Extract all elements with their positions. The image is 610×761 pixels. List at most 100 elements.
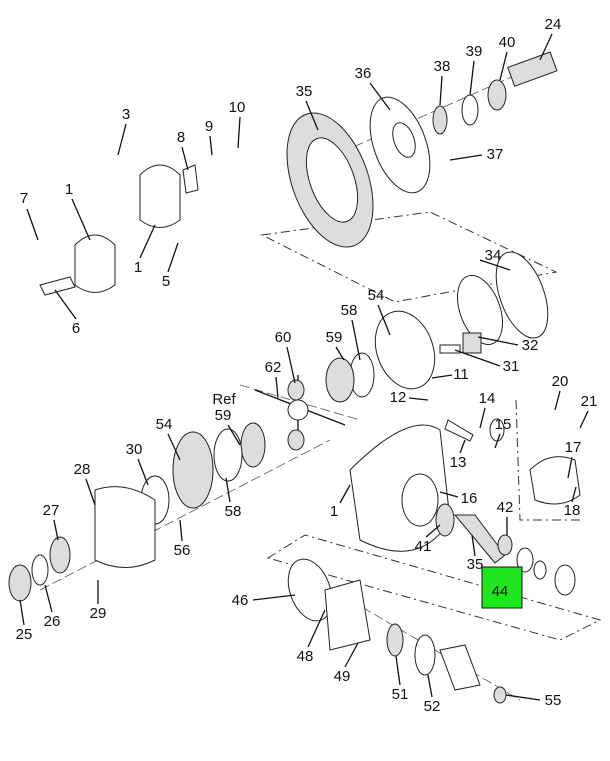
callout-31[interactable]: 31	[503, 358, 520, 375]
leader-line	[499, 51, 508, 81]
callout-15[interactable]: 15	[495, 416, 512, 433]
callout-62[interactable]: 62	[265, 359, 282, 376]
callout-48[interactable]: 48	[297, 648, 314, 665]
callout-16[interactable]: 16	[461, 490, 478, 507]
callout-56[interactable]: 56	[174, 542, 191, 559]
callout-41[interactable]: 41	[415, 538, 432, 555]
leader-line	[54, 289, 77, 320]
callout-10[interactable]: 10	[229, 99, 246, 116]
bearing-cap	[74, 234, 116, 293]
shift-unit	[529, 456, 581, 505]
callout-5[interactable]: 5	[162, 273, 170, 290]
leader-line	[369, 82, 391, 111]
leader-line	[431, 374, 453, 379]
callout-35[interactable]: 35	[296, 83, 313, 100]
callout-1[interactable]: 1	[134, 259, 142, 276]
callout-24[interactable]: 24	[545, 16, 562, 33]
leader-line	[71, 198, 91, 241]
highlighted-part-box[interactable]	[481, 566, 523, 609]
callout-14[interactable]: 14	[479, 390, 496, 407]
callout-6[interactable]: 6	[72, 320, 80, 337]
callout-58[interactable]: 58	[225, 503, 242, 520]
callout-11[interactable]: 11	[453, 366, 469, 383]
leader-line	[307, 609, 326, 648]
callout-49[interactable]: 49	[334, 668, 351, 685]
callout-54[interactable]: 54	[156, 416, 173, 433]
callout-8[interactable]: 8	[177, 129, 185, 146]
ring-gear	[286, 112, 374, 248]
pinion-gear-top	[287, 379, 305, 401]
pinion-bearing	[435, 503, 455, 537]
callout-9[interactable]: 9	[205, 118, 213, 135]
callout-1[interactable]: 1	[65, 181, 73, 198]
callout-35[interactable]: 35	[467, 556, 484, 573]
callout-26[interactable]: 26	[44, 613, 61, 630]
leader-line	[19, 599, 25, 626]
callout-54[interactable]: 54	[368, 287, 385, 304]
callout-59[interactable]: 59	[215, 407, 232, 424]
leader-line	[539, 33, 553, 61]
callout-52[interactable]: 52	[424, 698, 441, 715]
callout-44-highlighted[interactable]: 44	[492, 583, 509, 600]
bearing-cap-upper	[139, 164, 181, 228]
callout-37[interactable]: 37	[487, 146, 504, 163]
callout-ref[interactable]: Ref	[212, 391, 236, 408]
leader-line	[477, 336, 519, 346]
gear	[487, 79, 507, 111]
leader-line	[305, 100, 319, 131]
callout-39[interactable]: 39	[466, 43, 483, 60]
shift-fork	[444, 419, 474, 442]
callout-7[interactable]: 7	[20, 190, 28, 207]
callout-46[interactable]: 46	[232, 592, 249, 609]
callout-27[interactable]: 27	[43, 502, 60, 519]
leader-line	[571, 486, 577, 503]
leader-line	[339, 484, 351, 504]
callout-55[interactable]: 55	[545, 692, 562, 709]
callout-28[interactable]: 28	[74, 461, 91, 478]
leader-line	[494, 433, 501, 449]
leader-line	[179, 519, 183, 542]
callout-51[interactable]: 51	[392, 686, 409, 703]
callout-21[interactable]: 21	[581, 393, 598, 410]
leader-line	[167, 433, 181, 461]
callout-12[interactable]: 12	[390, 389, 407, 406]
callout-40[interactable]: 40	[499, 34, 516, 51]
leader-line	[26, 208, 39, 241]
callout-58[interactable]: 58	[341, 302, 358, 319]
callout-18[interactable]: 18	[564, 502, 581, 519]
lock-plate	[39, 276, 76, 296]
callout-3[interactable]: 3	[122, 106, 130, 123]
leader-line	[505, 694, 541, 701]
yoke-nut	[493, 686, 507, 704]
washer	[461, 94, 479, 126]
callout-59[interactable]: 59	[326, 329, 343, 346]
bearing-cup	[31, 554, 49, 586]
leader-line	[554, 390, 561, 411]
cage-bearing	[386, 623, 404, 657]
callout-29[interactable]: 29	[90, 605, 107, 622]
differential-case	[94, 486, 156, 568]
leader-line	[427, 674, 433, 698]
leader-line	[395, 655, 401, 686]
leader-line	[579, 410, 589, 429]
pinion-bearing-outer	[497, 534, 513, 556]
callout-25[interactable]: 25	[16, 626, 33, 643]
callout-32[interactable]: 32	[522, 337, 539, 354]
callout-20[interactable]: 20	[552, 373, 569, 390]
callout-1[interactable]: 1	[330, 503, 338, 520]
leader-line	[425, 524, 441, 538]
shaft	[507, 51, 558, 87]
callout-13[interactable]: 13	[450, 454, 467, 471]
leader-line	[377, 304, 391, 336]
callout-17[interactable]: 17	[565, 439, 582, 456]
leader-line	[479, 407, 486, 429]
callout-60[interactable]: 60	[275, 329, 292, 346]
callout-36[interactable]: 36	[355, 65, 372, 82]
side-gear	[325, 357, 355, 403]
callout-30[interactable]: 30	[126, 441, 143, 458]
callout-38[interactable]: 38	[434, 58, 451, 75]
callout-42[interactable]: 42	[497, 499, 514, 516]
leader-line	[469, 60, 475, 96]
case-bearing	[49, 536, 71, 574]
callout-34[interactable]: 34	[485, 247, 502, 264]
